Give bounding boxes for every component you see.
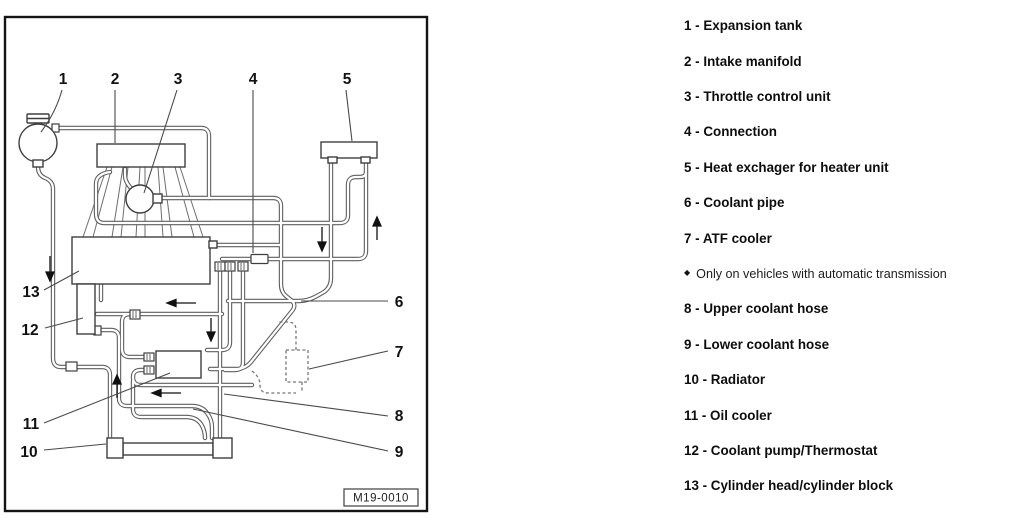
legend-item-label: 8 - Upper coolant hose bbox=[684, 301, 829, 317]
legend-note: ◆ Only on vehicles with automatic transm… bbox=[684, 256, 1019, 291]
flow-arrow-down-hx bbox=[316, 227, 328, 253]
callout-7: 7 bbox=[395, 344, 404, 361]
oil-cooler bbox=[155, 350, 202, 379]
figure-code: M19-0010 bbox=[353, 493, 409, 505]
diamond-bullet-icon: ◆ bbox=[684, 267, 691, 277]
flow-arrow-down-center bbox=[205, 318, 217, 343]
legend-item-label: 1 - Expansion tank bbox=[684, 18, 803, 34]
callout-8: 8 bbox=[395, 408, 404, 425]
flow-arrow-left-mid bbox=[165, 298, 196, 308]
legend-item-label: 7 - ATF cooler bbox=[684, 230, 772, 246]
coolant-pump-thermostat bbox=[76, 283, 96, 335]
legend-item-8: 8 - Upper coolant hose bbox=[684, 291, 1019, 326]
intake-runner-lines bbox=[82, 166, 204, 238]
callout-numbers: 1 2 3 4 5 6 7 8 9 10 11 12 13 bbox=[20, 71, 403, 461]
callout-9: 9 bbox=[395, 444, 404, 461]
legend-item-label: 11 - Oil cooler bbox=[684, 407, 772, 423]
legend-item-label: 10 - Radiator bbox=[684, 372, 766, 388]
callout-1: 1 bbox=[59, 71, 68, 88]
callout-10: 10 bbox=[20, 444, 37, 461]
callout-5: 5 bbox=[343, 71, 352, 88]
callout-leader-lines bbox=[40, 89, 389, 452]
legend-item-label: 12 - Coolant pump/Thermostat bbox=[684, 443, 878, 459]
legend-item-2: 2 - Intake manifold bbox=[684, 43, 1019, 78]
legend-item-1: 1 - Expansion tank bbox=[684, 8, 1019, 43]
flow-arrow-up-hx bbox=[371, 215, 383, 240]
callout-2: 2 bbox=[111, 71, 120, 88]
pipe-network bbox=[35, 125, 369, 441]
flow-arrows bbox=[44, 215, 383, 398]
callout-13: 13 bbox=[22, 284, 40, 301]
legend-item-10: 10 - Radiator bbox=[684, 362, 1019, 397]
legend-item-3: 3 - Throttle control unit bbox=[684, 79, 1019, 114]
callout-6: 6 bbox=[395, 294, 404, 311]
callout-4: 4 bbox=[249, 71, 258, 88]
legend-item-label: 9 - Lower coolant hose bbox=[684, 336, 830, 352]
radiator bbox=[106, 437, 233, 459]
legend-item-label: 4 - Connection bbox=[684, 124, 777, 140]
legend-item-4: 4 - Connection bbox=[684, 114, 1019, 149]
legend-item-6: 6 - Coolant pipe bbox=[684, 185, 1019, 220]
legend-panel: 1 - Expansion tank 2 - Intake manifold 3… bbox=[684, 8, 1019, 504]
legend-item-7: 7 - ATF cooler bbox=[684, 220, 1019, 255]
atf-cooler bbox=[251, 321, 309, 394]
legend-item-12: 12 - Coolant pump/Thermostat bbox=[684, 433, 1019, 468]
legend-item-9: 9 - Lower coolant hose bbox=[684, 327, 1019, 362]
diagram-canvas: 1 2 3 4 5 6 7 8 9 10 11 12 13 M19-0010 bbox=[3, 15, 429, 513]
intake-manifold bbox=[96, 143, 186, 168]
legend-item-label: 6 - Coolant pipe bbox=[684, 195, 785, 211]
hose-fittings bbox=[51, 123, 269, 375]
cooling-system-diagram: 1 2 3 4 5 6 7 8 9 10 11 12 13 M19-0010 bbox=[0, 0, 440, 525]
legend-item-label: 2 - Intake manifold bbox=[684, 53, 802, 69]
flow-arrow-left-bottom bbox=[150, 388, 181, 398]
heat-exchanger bbox=[320, 141, 378, 164]
head-outlet-stub bbox=[208, 240, 218, 249]
legend-item-label: 3 - Throttle control unit bbox=[684, 89, 831, 105]
legend-item-label: 13 - Cylinder head/cylinder block bbox=[684, 478, 894, 494]
flow-arrow-down-left bbox=[44, 256, 56, 283]
legend-item-11: 11 - Oil cooler bbox=[684, 397, 1019, 432]
cylinder-head-block bbox=[71, 236, 211, 285]
figure-code-box: M19-0010 bbox=[343, 488, 419, 507]
legend-item-13: 13 - Cylinder head/cylinder block bbox=[684, 468, 1019, 503]
callout-3: 3 bbox=[174, 71, 183, 88]
throttle-control-unit bbox=[125, 184, 163, 214]
legend-note-text: Only on vehicles with automatic transmis… bbox=[696, 266, 947, 281]
callout-12: 12 bbox=[21, 322, 38, 339]
expansion-tank bbox=[18, 113, 58, 168]
connection-fitting bbox=[250, 253, 269, 265]
legend-item-label: 5 - Heat exchager for heater unit bbox=[684, 159, 889, 175]
callout-11: 11 bbox=[23, 416, 40, 433]
legend-item-5: 5 - Heat exchager for heater unit bbox=[684, 150, 1019, 185]
flow-arrow-up-bottom bbox=[111, 373, 123, 398]
